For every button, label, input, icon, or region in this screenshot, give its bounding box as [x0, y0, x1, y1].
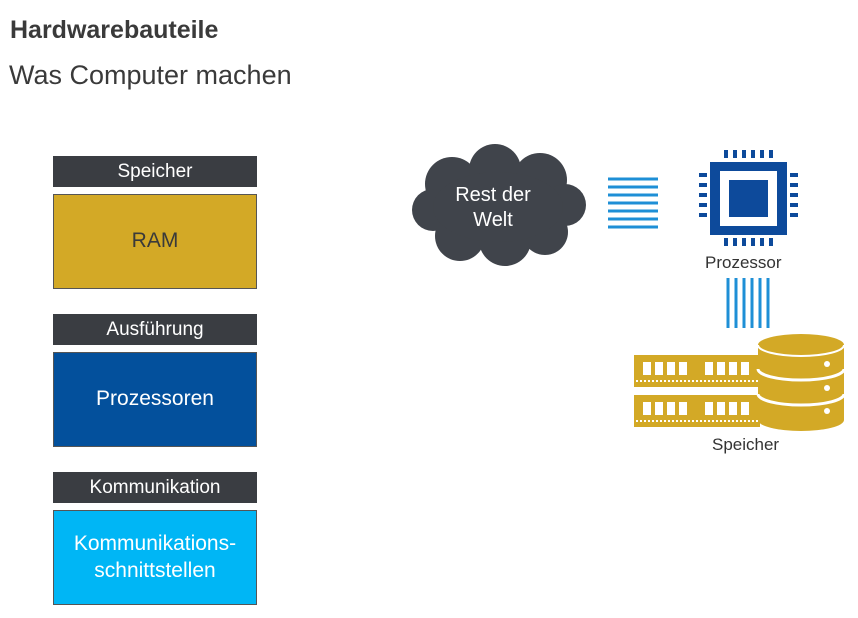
label-ausfuehrung: Ausführung	[53, 314, 257, 345]
label-ausfuehrung-text: Ausführung	[106, 318, 204, 340]
processors-box: Prozessoren	[53, 352, 257, 447]
cloud-label-line2: Welt	[473, 209, 513, 231]
communication-box-line2: schnittstellen	[94, 558, 216, 582]
processor-chip-icon	[699, 150, 798, 246]
network-connector-horizontal	[608, 177, 658, 229]
network-connector-vertical	[726, 278, 770, 328]
processor-caption: Prozessor	[705, 253, 782, 272]
communication-interfaces-box: Kommunikations- schnittstellen	[53, 510, 257, 605]
ram-module-icon	[634, 395, 760, 427]
label-kommunikation: Kommunikation	[53, 472, 257, 503]
communication-box-line1: Kommunikations-	[73, 532, 237, 556]
database-icon	[756, 334, 846, 431]
cloud-label: Rest der Welt	[420, 183, 566, 233]
page-subtitle: Was Computer machen	[9, 60, 292, 90]
ram-module-icon	[634, 355, 760, 387]
cloud-icon	[412, 144, 586, 266]
ram-box-text: RAM	[131, 229, 179, 253]
label-kommunikation-text: Kommunikation	[89, 476, 221, 498]
label-speicher: Speicher	[53, 156, 257, 187]
page-title: Hardwarebauteile	[10, 16, 219, 44]
label-speicher-text: Speicher	[117, 160, 193, 182]
cloud-label-line1: Rest der	[455, 184, 531, 206]
memory-caption: Speicher	[712, 435, 780, 454]
ram-box: RAM	[53, 194, 257, 289]
processors-box-text: Prozessoren	[96, 387, 214, 411]
